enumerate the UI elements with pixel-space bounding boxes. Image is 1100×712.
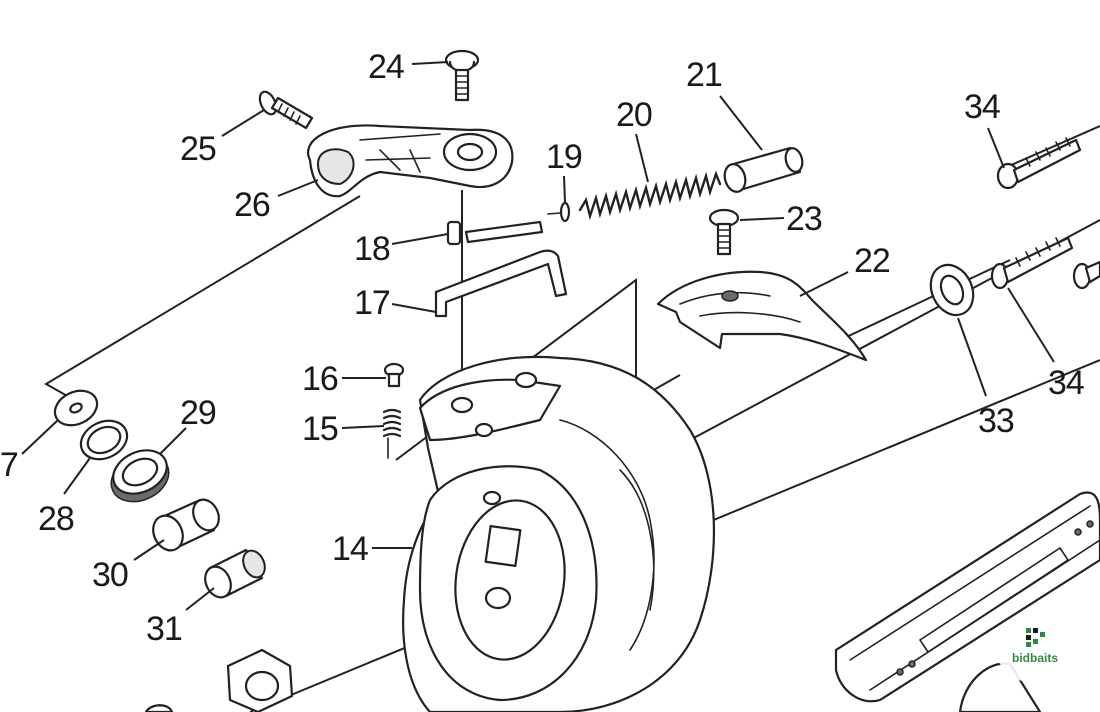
watermark-text: bidbaits — [1012, 651, 1058, 665]
label-part-30: 30 — [92, 556, 128, 594]
label-part-25: 25 — [180, 130, 216, 168]
label-part-23: 23 — [786, 200, 822, 238]
label-part-14: 14 — [332, 530, 368, 568]
part-30-collar — [152, 498, 220, 552]
label-part-22: 22 — [854, 242, 890, 280]
part-24-screw — [444, 49, 480, 102]
reel-foot — [834, 491, 1100, 712]
label-leader-lines — [21, 61, 1055, 611]
part-27-washer — [53, 389, 99, 427]
part-15-spring — [382, 408, 402, 459]
label-part-34-lower: 34 — [1048, 364, 1084, 402]
part-17-wire — [434, 249, 568, 318]
part-34-screw-lower — [990, 236, 1100, 290]
label-part-18: 18 — [354, 230, 390, 268]
label-part-31: 31 — [146, 610, 182, 648]
bidbaits-watermark-logo: bidbaits — [996, 614, 1064, 682]
label-part-28: 28 — [38, 500, 74, 538]
part-26-bail-arm — [307, 124, 514, 198]
label-part-19: 19 — [546, 138, 582, 176]
bidbaits-logo-icon — [1026, 628, 1045, 647]
part-29-bearing — [110, 449, 170, 503]
part-21-cylinder — [723, 146, 804, 193]
part-19-washer — [547, 201, 571, 223]
part-18-pin — [446, 220, 544, 246]
part-34-screw-upper — [996, 137, 1082, 190]
part-20-spring — [578, 170, 722, 221]
label-part-21: 21 — [686, 56, 722, 94]
part-16-screw — [383, 362, 405, 388]
part-23-screw — [708, 208, 740, 256]
label-part-15: 15 — [302, 410, 338, 448]
part-14-rotor-body — [402, 355, 716, 712]
label-part-20: 20 — [616, 96, 652, 134]
label-part-26: 26 — [234, 186, 270, 224]
label-part-34-upper: 34 — [964, 88, 1000, 126]
part-labels: 24 21 20 25 19 26 23 18 22 17 16 15 29 2… — [0, 48, 1085, 648]
label-part-29: 29 — [180, 394, 216, 432]
label-part-17: 17 — [354, 284, 390, 322]
label-part-27: 27 — [0, 446, 18, 484]
part-31-bushing — [204, 548, 266, 599]
label-part-24: 24 — [368, 48, 404, 86]
part-28-ring — [79, 419, 129, 461]
part-25-screw — [258, 90, 314, 130]
part-33-washer — [929, 263, 975, 317]
part-22-cover-plate — [656, 270, 868, 362]
hex-nut — [144, 648, 294, 712]
label-part-33: 33 — [978, 402, 1014, 440]
label-part-16: 16 — [302, 360, 338, 398]
